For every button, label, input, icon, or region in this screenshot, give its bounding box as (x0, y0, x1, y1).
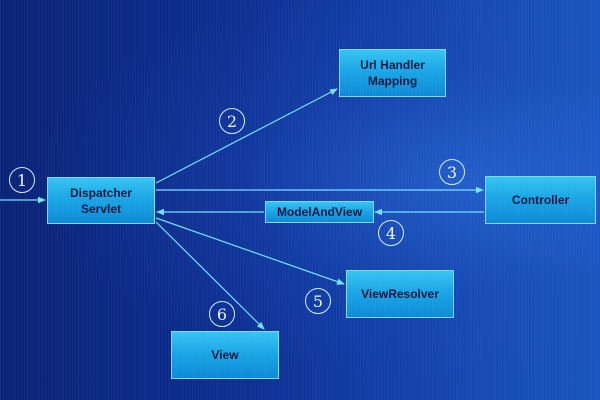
controller-label: Controller (511, 193, 570, 207)
url-handler-label-line1: Url Handler (360, 58, 425, 72)
dispatcher-servlet-label-line1: Dispatcher (69, 185, 133, 200)
view-box: View (171, 331, 279, 379)
step-number-3: 3 (439, 159, 465, 185)
url-handler-mapping-box: Url Handler Mapping (339, 49, 446, 97)
modelandview-label: ModelAndView (276, 205, 363, 219)
arrow-to-view-resolver (155, 217, 345, 285)
step-number-6: 6 (209, 301, 235, 327)
viewresolver-label: ViewResolver (361, 287, 439, 301)
dispatcher-servlet-box: Dispatcher Servlet (47, 177, 155, 224)
step-number-5: 5 (305, 288, 331, 314)
modelandview-box: ModelAndView (265, 201, 374, 223)
arrow-to-view (155, 221, 265, 330)
dispatcher-servlet-label-line2: Servlet (80, 201, 122, 216)
url-handler-label-line2: Mapping (367, 74, 418, 88)
controller-box: Controller (485, 176, 596, 224)
step-number-1: 1 (9, 167, 35, 193)
arrow-to-url-handler (155, 88, 338, 184)
step-number-4: 4 (378, 220, 404, 246)
view-label: View (211, 348, 239, 362)
viewresolver-box: ViewResolver (346, 270, 454, 318)
step-number-2: 2 (219, 108, 245, 134)
